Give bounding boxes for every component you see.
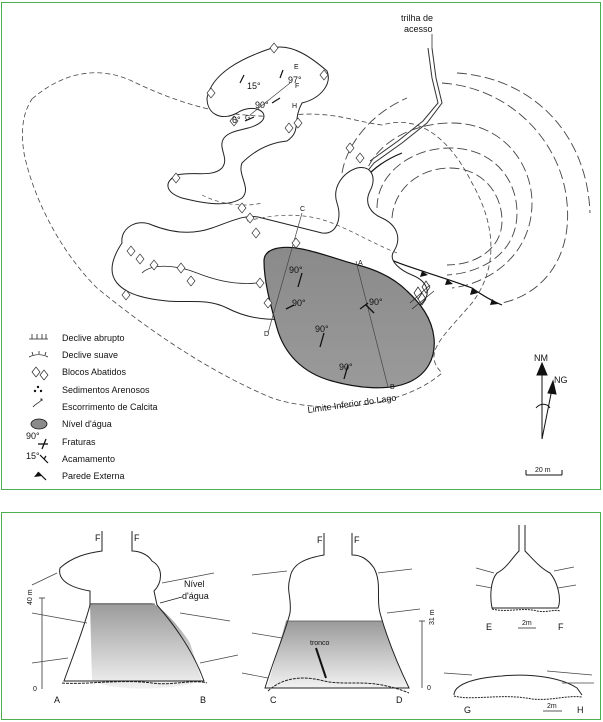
fracture-label: 90° bbox=[255, 100, 269, 110]
section-end-label: D bbox=[396, 695, 403, 705]
section-scale-zero: 0 bbox=[427, 685, 431, 692]
legend-value: 15° bbox=[26, 451, 40, 461]
legend-value: 90° bbox=[26, 431, 40, 441]
sandy-sediment-icon bbox=[33, 385, 43, 393]
section-top-label: F bbox=[317, 535, 323, 545]
access-trail-label: trilha de bbox=[401, 13, 433, 23]
legend-label: Sedimentos Arenosos bbox=[62, 385, 150, 395]
section-gh: G H 2m bbox=[443, 670, 594, 715]
scale-label: 20 m bbox=[535, 467, 551, 474]
access-trail-path bbox=[361, 47, 443, 179]
map-scale-bar bbox=[525, 470, 563, 476]
fracture-markers bbox=[285, 272, 375, 380]
section-cd-outline bbox=[264, 533, 410, 689]
calcite-flow-area bbox=[409, 280, 435, 310]
access-trail-label: acesso bbox=[404, 24, 433, 34]
section-letter: A bbox=[358, 260, 363, 267]
fracture-label: 90° bbox=[369, 297, 383, 307]
fracture-label: 90° bbox=[315, 324, 329, 334]
section-letter: G bbox=[245, 115, 250, 122]
legend-label: Declive suave bbox=[62, 350, 118, 360]
trunk-label: tronco bbox=[310, 640, 330, 647]
legend-label: Blocos Abatidos bbox=[62, 367, 127, 377]
section-ef-outline bbox=[490, 525, 560, 609]
legend-label: Declive abrupto bbox=[62, 333, 125, 343]
section-ab: 40 m 0 F F Nível d'água A B bbox=[27, 531, 239, 705]
cave-outline-upper bbox=[167, 46, 329, 205]
cave-map-panel: 90° 90° 90° 90° 90° 15° 97° 90° 6° A B C… bbox=[1, 2, 601, 490]
cross-sections-panel: 40 m 0 F F Nível d'água A B 31 m 0 tronc… bbox=[1, 512, 601, 720]
lake-water-body bbox=[263, 246, 435, 389]
section-letter: F bbox=[295, 83, 299, 90]
section-scale-label: 31 m bbox=[429, 609, 436, 625]
outer-wall-icon bbox=[34, 471, 47, 481]
fallen-blocks-icon bbox=[31, 366, 49, 381]
section-end-label: G bbox=[464, 705, 471, 715]
fracture-label: 97° bbox=[288, 75, 302, 85]
section-scale: 2m bbox=[547, 703, 557, 710]
section-top-label: F bbox=[354, 535, 360, 545]
legend-label: Escorrimento de Calcita bbox=[62, 402, 158, 412]
cave-map: 90° 90° 90° 90° 90° 15° 97° 90° 6° A B C… bbox=[22, 13, 591, 481]
fracture-label: 90° bbox=[339, 362, 353, 372]
section-scale-zero: 0 bbox=[33, 686, 37, 693]
bedding-label: 6° bbox=[232, 115, 241, 125]
section-ef: E F 2m bbox=[475, 525, 577, 632]
section-ab-outline bbox=[59, 531, 205, 682]
bedding-label: 15° bbox=[247, 81, 261, 91]
section-scale: 2m bbox=[522, 620, 532, 627]
fallen-blocks bbox=[121, 42, 365, 309]
section-end-label: A bbox=[54, 695, 60, 705]
section-end-label: F bbox=[558, 622, 564, 632]
cross-sections: 40 m 0 F F Nível d'água A B 31 m 0 tronc… bbox=[27, 525, 594, 715]
section-gh-outline bbox=[453, 674, 583, 696]
lake-lower-limit-line bbox=[22, 72, 492, 408]
legend: Declive abrupto Declive suave Blocos Aba… bbox=[26, 333, 158, 481]
section-letter: H bbox=[292, 103, 297, 110]
steep-slope-icon bbox=[29, 334, 48, 340]
north-arrow bbox=[535, 361, 557, 440]
water-level-icon bbox=[30, 418, 48, 430]
fracture-icon bbox=[38, 438, 48, 450]
legend-label: Parede Externa bbox=[62, 471, 125, 481]
fracture-label: 90° bbox=[292, 298, 306, 308]
section-letter: C bbox=[300, 206, 305, 213]
lake-limit-label: Limite Inferior do Lago bbox=[307, 393, 397, 415]
outer-slope-arcs bbox=[341, 72, 591, 304]
calcite-flow-icon bbox=[32, 398, 43, 408]
bedding-icon bbox=[39, 454, 49, 464]
legend-label: Acamamento bbox=[62, 454, 115, 464]
legend-label: Fraturas bbox=[62, 437, 96, 447]
north-geographic-label: NG bbox=[554, 375, 568, 385]
water-level-label: Nível bbox=[184, 579, 205, 589]
section-top-label: F bbox=[95, 533, 101, 543]
section-lines bbox=[249, 82, 389, 388]
section-end-label: E bbox=[486, 622, 492, 632]
section-scale-label: 40 m bbox=[27, 589, 34, 605]
section-end-label: B bbox=[200, 695, 206, 705]
gentle-slope-icon bbox=[28, 351, 49, 358]
legend-label: Nível d'água bbox=[62, 419, 112, 429]
section-end-label: H bbox=[577, 705, 584, 715]
section-letter: B bbox=[390, 384, 395, 391]
water-level-label: d'água bbox=[182, 591, 209, 601]
section-cd: 31 m 0 tronco F F C D bbox=[241, 533, 436, 705]
section-letter: E bbox=[294, 64, 299, 71]
section-top-label: F bbox=[134, 533, 140, 543]
fracture-label: 90° bbox=[289, 265, 303, 275]
north-magnetic-label: NM bbox=[534, 353, 548, 363]
section-end-label: C bbox=[270, 695, 277, 705]
section-letter: D bbox=[264, 331, 269, 338]
